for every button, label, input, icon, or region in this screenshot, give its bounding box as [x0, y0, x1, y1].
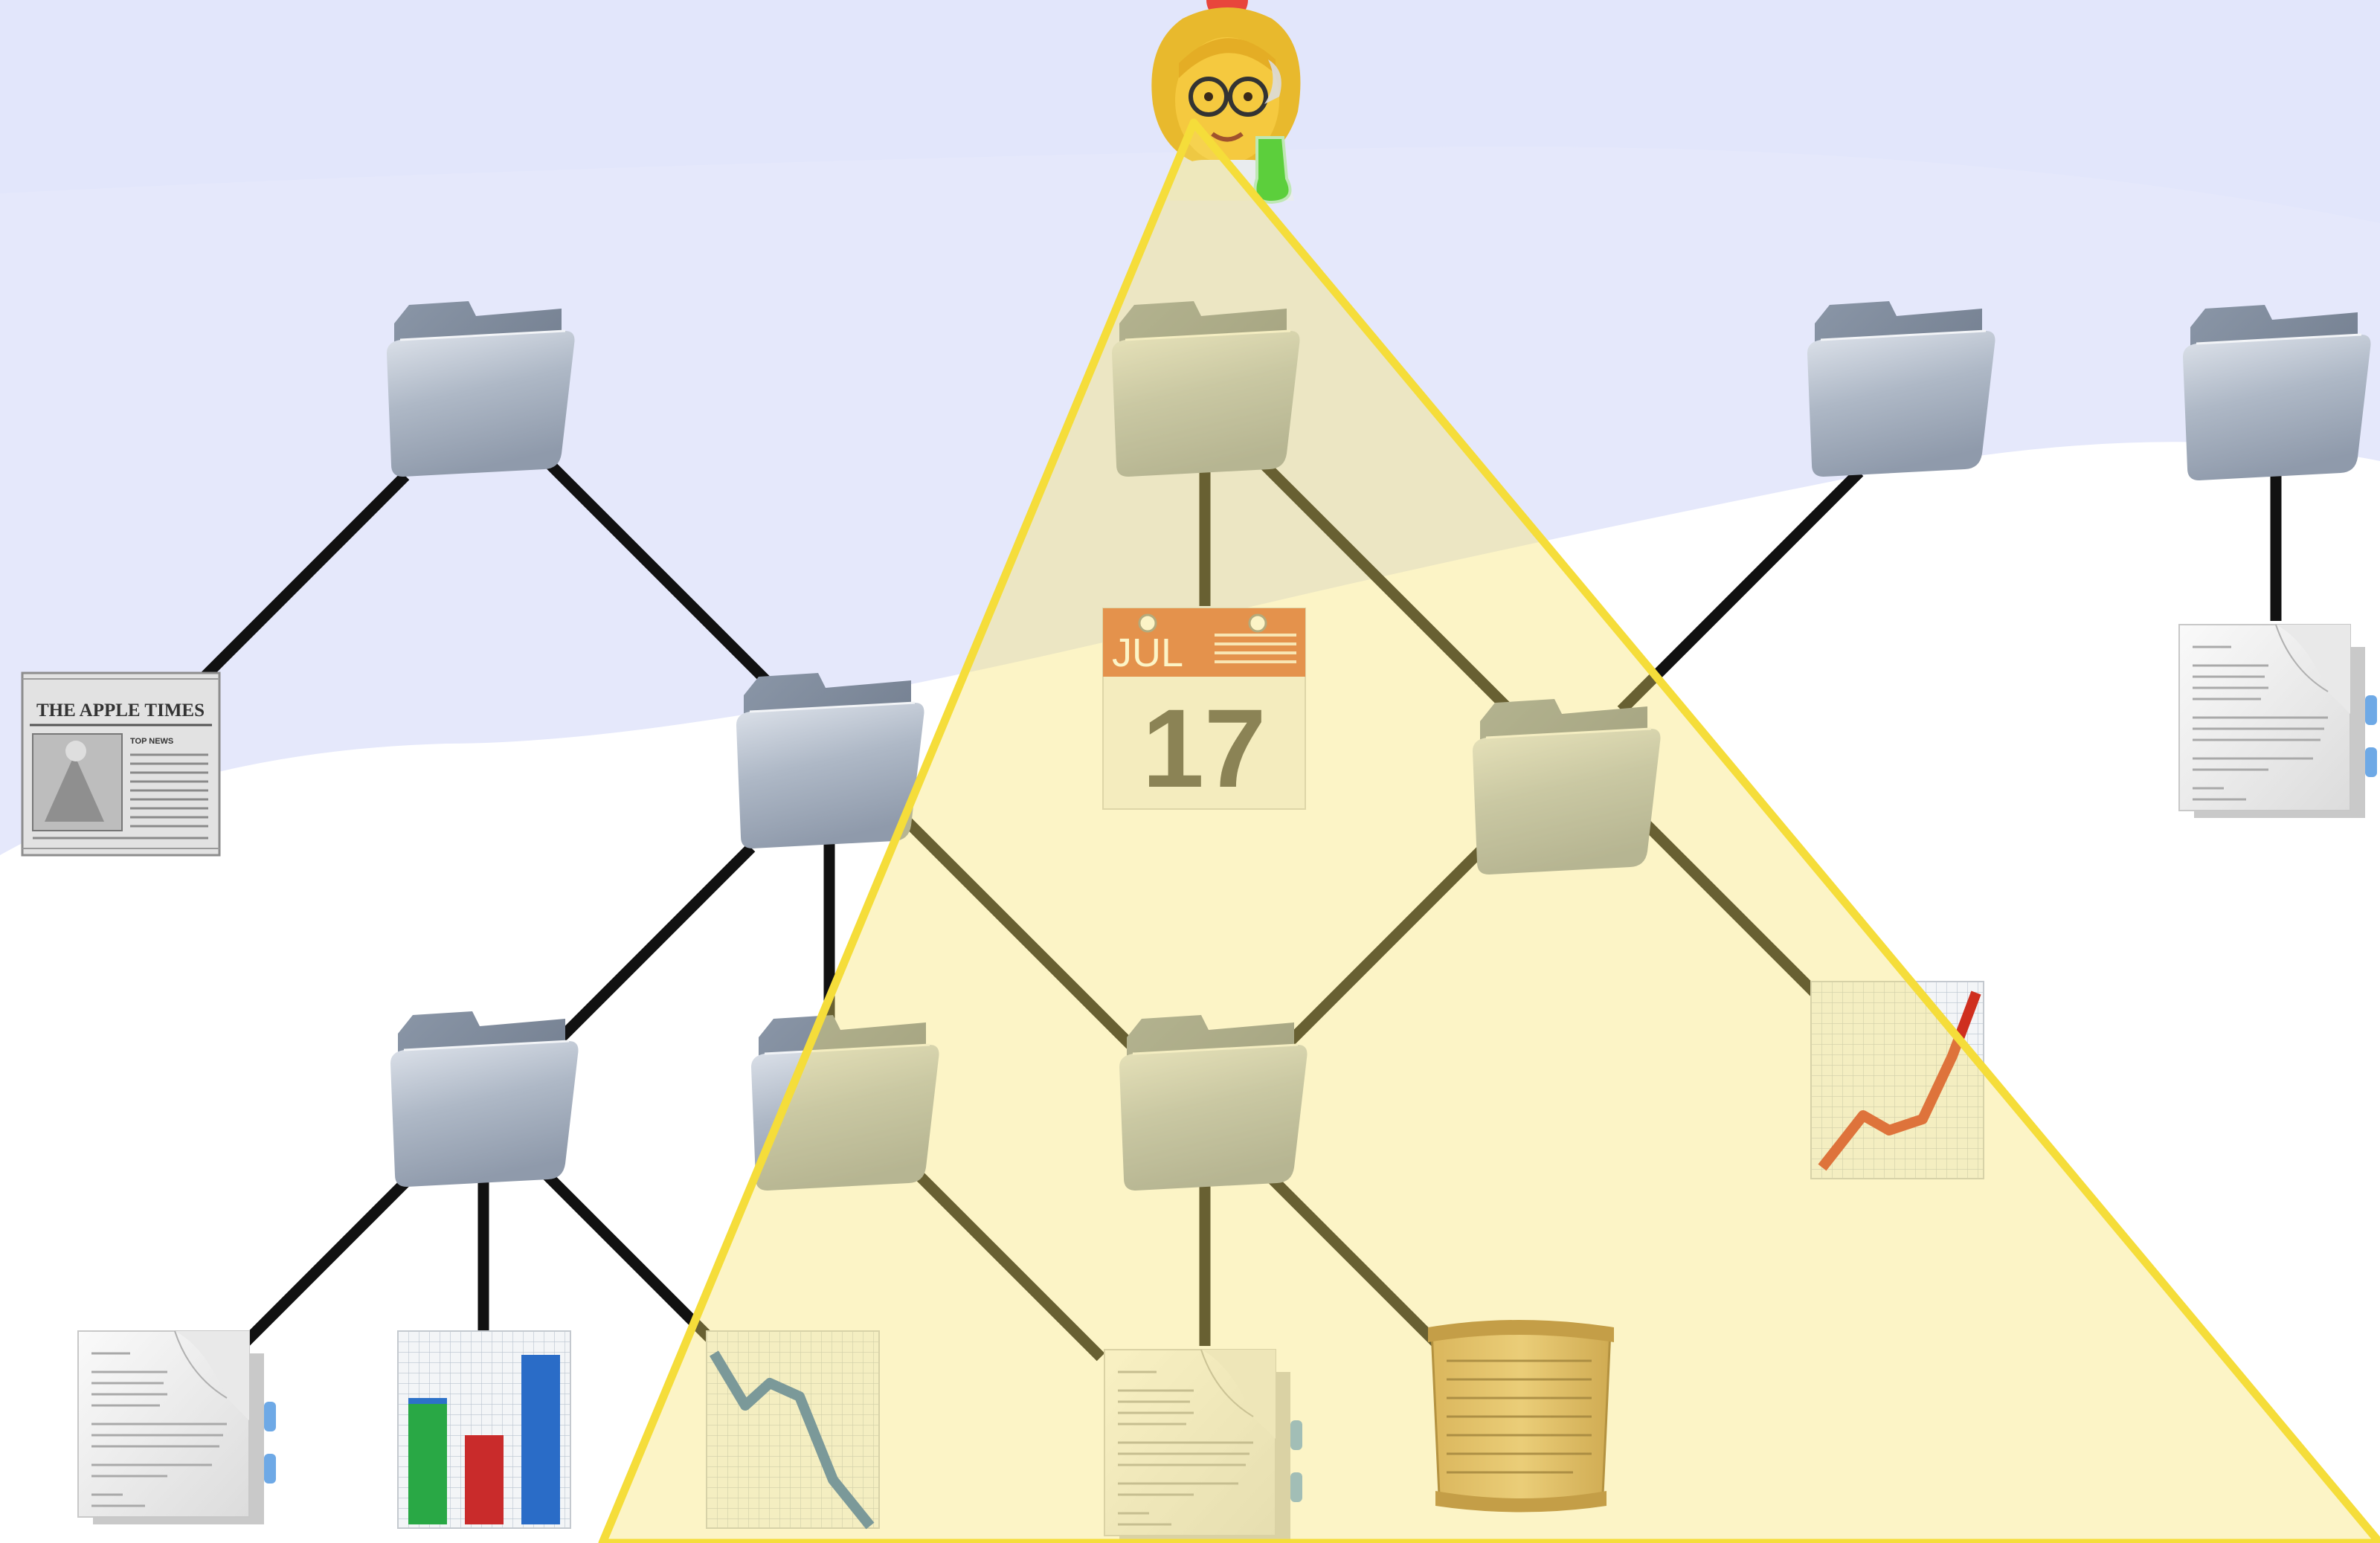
edge [557, 843, 756, 1042]
document-icon[interactable] [77, 1330, 277, 1526]
edge [527, 1156, 718, 1347]
calendar-day: 17 [1142, 686, 1267, 811]
newspaper-section: TOP NEWS [130, 737, 173, 746]
folder-root-left-icon[interactable] [385, 300, 576, 478]
chart-increasing-icon[interactable] [1810, 981, 1984, 1179]
calendar-month: JUL [1112, 631, 1183, 675]
edge [1275, 840, 1492, 1057]
folder-root-right-icon[interactable] [1806, 300, 1996, 478]
edge [234, 1178, 410, 1354]
scroll-icon[interactable] [1428, 1320, 1614, 1513]
document-icon[interactable] [2178, 623, 2379, 819]
chart-decreasing-icon[interactable] [706, 1330, 880, 1530]
edge [524, 438, 778, 692]
edge [892, 1148, 1105, 1362]
newspaper-title: THE APPLE TIMES [36, 700, 205, 721]
newspaper-icon[interactable]: THE APPLE TIMES TOP NEWS [21, 671, 221, 857]
edge [895, 810, 1135, 1049]
edge [1632, 810, 1834, 1012]
calendar-icon[interactable]: JUL 17 [1102, 608, 1306, 811]
folder-mid-left-icon[interactable] [735, 671, 925, 850]
folder-root-far-right-icon[interactable] [2181, 303, 2372, 482]
edge [1245, 1152, 1440, 1347]
edge [1234, 434, 1533, 733]
bar-chart-icon[interactable] [397, 1330, 571, 1529]
visibility-cone [598, 118, 2380, 1543]
edge [1617, 468, 1864, 715]
folder-low-left-icon[interactable] [389, 1010, 579, 1188]
edge [200, 471, 410, 681]
